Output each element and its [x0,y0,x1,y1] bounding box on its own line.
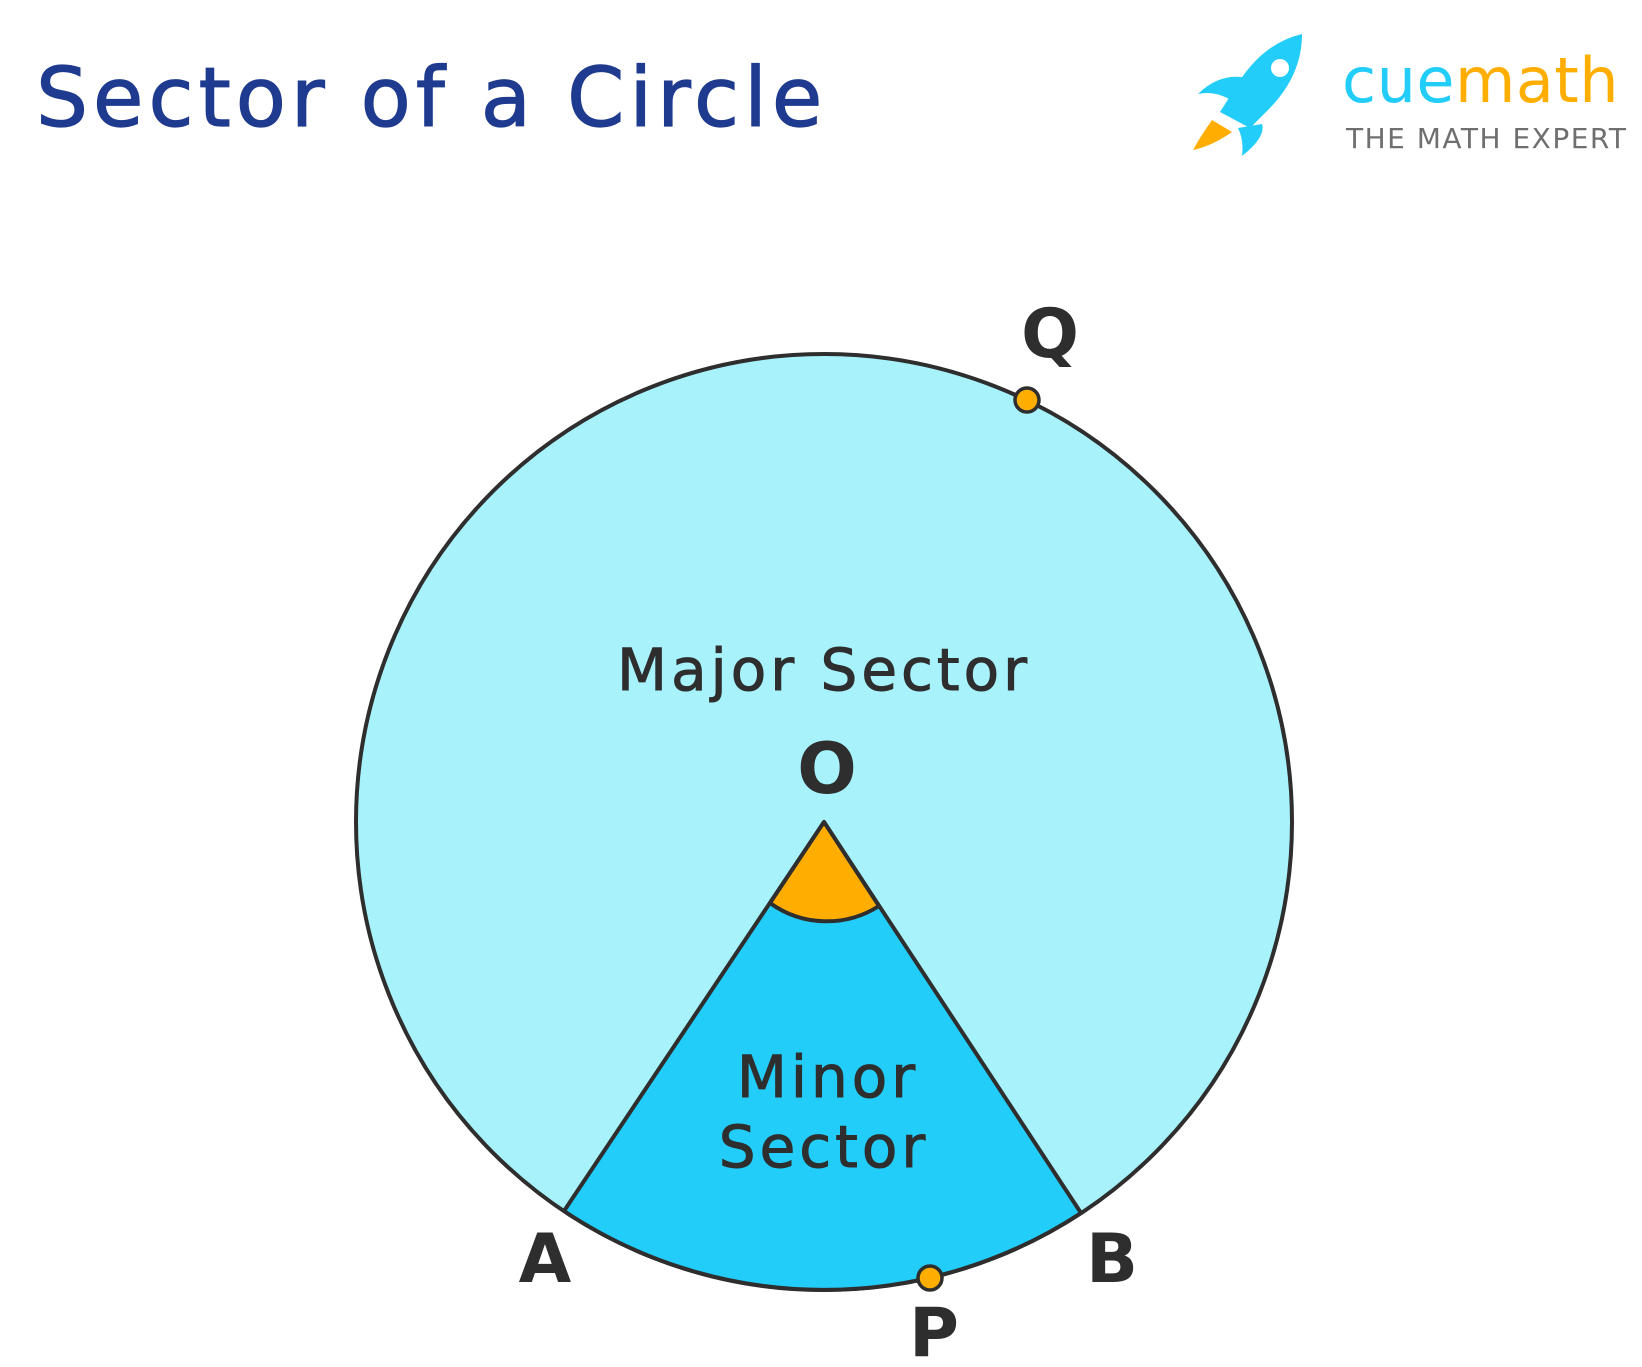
point-a-label: A [519,1220,572,1299]
minor-sector-region [562,820,1083,1292]
central-angle-marker [768,820,881,924]
point-q-dot [1013,386,1041,414]
rocket-icon [1193,34,1302,156]
point-p-dot [916,1264,944,1292]
point-q-label: Q [1021,295,1079,374]
center-o-label: O [797,728,857,810]
brand-name-math: math [1455,44,1620,117]
minor-sector-label-line1: Minor [737,1043,919,1111]
point-b-label: B [1086,1220,1138,1299]
brand-name-cue: cue [1342,44,1456,117]
brand-name: cuemath [1342,50,1619,112]
brand-tagline: THE MATH EXPERT [1346,122,1628,155]
page-title: Sector of a Circle [35,51,828,147]
cuemath-logo: cuemath THE MATH EXPERT [1190,30,1626,160]
major-sector-label: Major Sector [617,636,1031,704]
minor-sector-label-line2: Sector [719,1113,929,1181]
point-p-label: P [909,1294,959,1367]
